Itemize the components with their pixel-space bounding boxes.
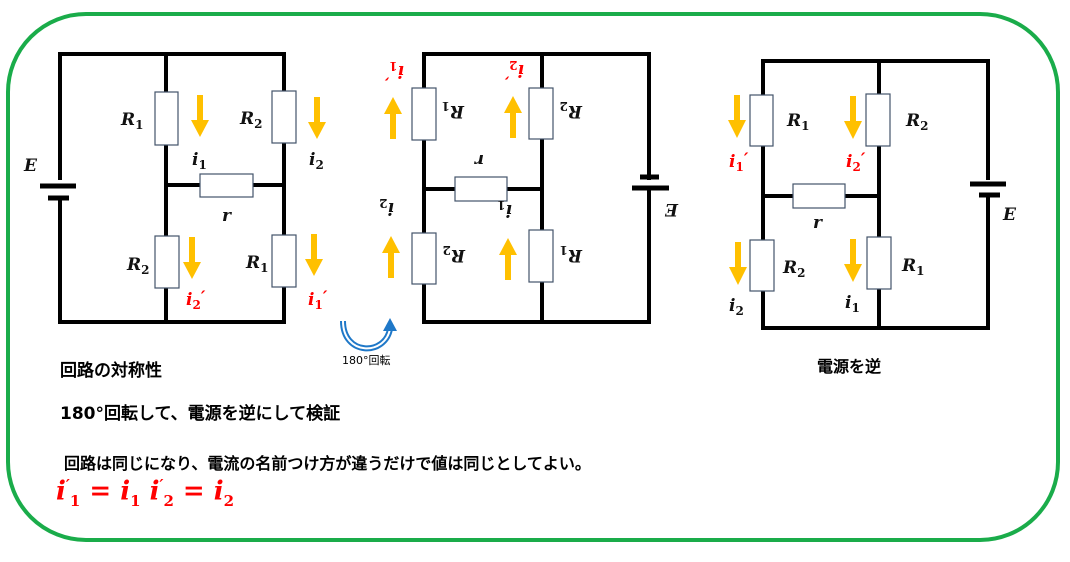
- resistor-r1: [528, 229, 554, 283]
- current-arrow-down-icon: [305, 234, 323, 276]
- resistor-r1: [411, 87, 437, 141]
- resistor-r: [199, 173, 254, 198]
- svg-text:r: r: [474, 150, 484, 170]
- label-r: r: [813, 213, 823, 233]
- label-r2: R2: [239, 109, 263, 131]
- svg-text:i1: i1: [497, 198, 512, 220]
- resistor-r: [792, 183, 846, 209]
- label-i2-prime: i2′: [186, 288, 206, 312]
- current-arrow-down-icon: [844, 239, 862, 282]
- label-r2: R2: [782, 258, 806, 280]
- label-r-rotated: r: [474, 150, 484, 170]
- source-reversed-caption: 電源を逆: [817, 357, 882, 376]
- label-r2-rotated: R2: [560, 99, 584, 121]
- label-r1-rotated: R1: [560, 243, 584, 265]
- svg-text:E: E: [664, 199, 679, 219]
- label-e: E: [23, 156, 38, 176]
- label-i1: i1: [192, 150, 207, 172]
- label-i2: i2: [309, 150, 324, 172]
- label-r1: R1: [786, 111, 810, 133]
- heading: 回路の対称性: [60, 361, 162, 381]
- resistor-r: [454, 176, 508, 202]
- svg-text:i2′: i2′: [504, 58, 524, 82]
- resistor-r1: [749, 94, 774, 147]
- svg-text:i2: i2: [379, 196, 394, 218]
- circuit-source-reversed: R1 R2 i1′ i2′ r E R2 R1 i2 i1: [728, 59, 1017, 330]
- label-i2-rotated: i2: [379, 196, 394, 218]
- svg-text:R1: R1: [560, 243, 584, 265]
- label-i1: i1: [845, 293, 860, 315]
- equation: i′1 = i1 i′2 = i2: [56, 476, 235, 510]
- wire: [58, 52, 286, 324]
- label-i2-prime: i2′: [846, 150, 866, 174]
- rounded-green-frame: [6, 12, 1060, 542]
- current-arrow-down-icon: [308, 97, 326, 139]
- rotate-180-icon: [340, 318, 397, 352]
- label-r2: R2: [905, 111, 929, 133]
- current-arrow-down-icon: [844, 96, 862, 139]
- label-r1-rotated: R1: [442, 99, 466, 121]
- conclusion-line: 回路は同じになり、電流の名前つけ方が違うだけで値は同じとしてよい。: [64, 454, 591, 473]
- svg-text:R2: R2: [443, 243, 467, 265]
- resistor-r2: [865, 93, 891, 147]
- circuit-original: E R1 R2 i1 i2 r R2 R1 i2′ i1′: [23, 52, 328, 324]
- current-arrow-down-icon: [728, 95, 746, 138]
- svg-text:R1: R1: [442, 99, 466, 121]
- current-arrow-up-icon: [499, 238, 517, 280]
- label-r2: R2: [126, 255, 150, 277]
- label-r2-rotated: R2: [443, 243, 467, 265]
- label-e: E: [1002, 205, 1017, 225]
- label-r1: R1: [901, 256, 925, 278]
- current-arrow-down-icon: [183, 237, 201, 279]
- resistor-r1-top: [154, 91, 179, 146]
- current-arrow-up-icon: [504, 96, 522, 138]
- resistor-r2: [528, 87, 554, 140]
- label-i2: i2: [729, 296, 744, 318]
- resistor-r2: [411, 232, 437, 285]
- current-arrow-up-icon: [384, 97, 402, 139]
- resistor-r2-top: [271, 90, 297, 144]
- svg-text:i1′: i1′: [384, 59, 404, 83]
- resistor-r2-bottom: [154, 235, 180, 289]
- resistor-r2: [749, 239, 775, 292]
- resistor-r1-bottom: [271, 234, 297, 288]
- label-r: r: [222, 206, 232, 226]
- resistor-r1: [866, 236, 892, 290]
- current-arrow-down-icon: [191, 95, 209, 137]
- label-i2-prime-rotated: i2′: [504, 58, 524, 82]
- label-i1-prime-rotated: i1′: [384, 59, 404, 83]
- rotate-caption: 180°回転: [342, 354, 391, 367]
- label-i1-prime: i1′: [729, 150, 749, 174]
- svg-text:R2: R2: [560, 99, 584, 121]
- label-i1-rotated: i1: [497, 198, 512, 220]
- current-arrow-down-icon: [729, 242, 747, 285]
- current-arrow-up-icon: [382, 236, 400, 278]
- wire: [58, 196, 168, 324]
- label-e-rotated: E: [664, 199, 679, 219]
- label-i1-prime: i1′: [308, 288, 328, 312]
- circuit-rotated: i1′ i2′ R1 R2 r E i2 i1 R2 R1: [340, 52, 679, 352]
- label-r1: R1: [245, 253, 269, 275]
- verify-line: 180°回転して、電源を逆にして検証: [60, 404, 341, 424]
- label-r1: R1: [120, 110, 144, 132]
